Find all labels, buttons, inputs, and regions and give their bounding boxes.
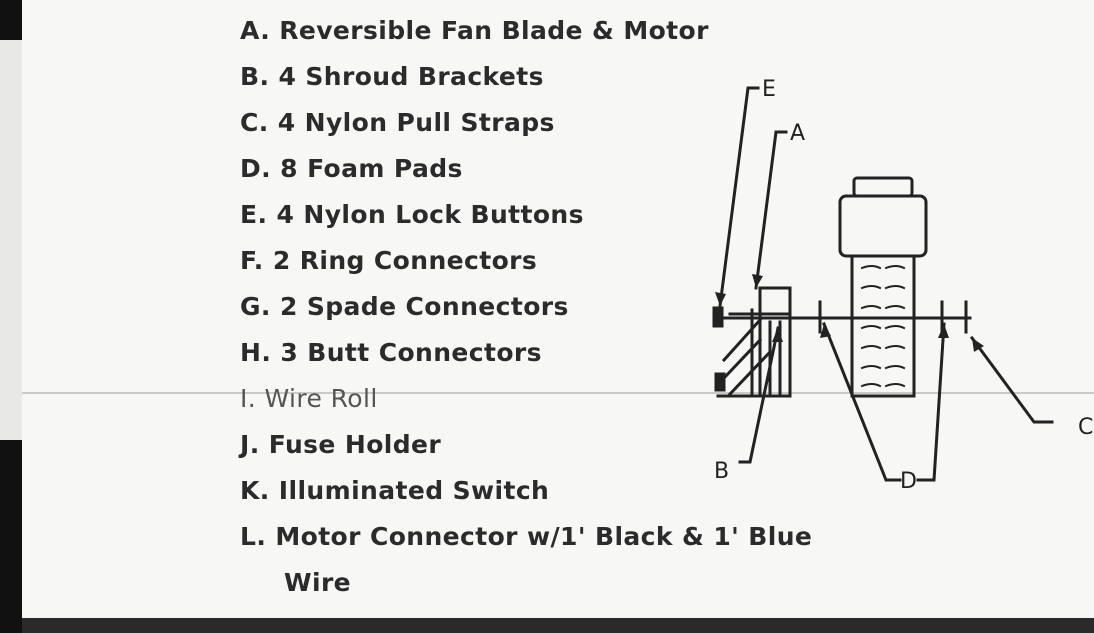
callout-a: A (790, 121, 805, 146)
bracket-brace-3 (727, 349, 773, 397)
leader-d-right (916, 322, 946, 482)
leader-d-left (822, 322, 902, 482)
part-item-h: H. 3 Butt Connectors (240, 338, 542, 367)
part-item-a: A. Reversible Fan Blade & Motor (240, 16, 709, 45)
part-item-c: C. 4 Nylon Pull Straps (240, 108, 555, 137)
leader-c (969, 335, 1054, 424)
part-item-b: B. 4 Shroud Brackets (240, 62, 544, 91)
callout-b: B (714, 459, 729, 484)
motor-body (850, 254, 916, 398)
bracket-brace-1 (721, 317, 763, 363)
paper-edge (0, 40, 22, 440)
part-item-k: K. Illuminated Switch (240, 476, 550, 505)
bracket-brace-2 (721, 337, 763, 381)
part-item-i: I. Wire Roll (240, 384, 378, 413)
arrow-heads (715, 274, 984, 352)
lock-button-top (712, 306, 724, 328)
part-item-l-continuation: Wire (284, 568, 352, 597)
leader-e (718, 86, 760, 308)
part-item-j: J. Fuse Holder (240, 430, 442, 459)
motor-windings (860, 265, 906, 388)
part-item-e: E. 4 Nylon Lock Buttons (240, 200, 584, 229)
callout-d: D (900, 469, 917, 494)
leader-b (738, 326, 780, 464)
part-item-f: F. 2 Ring Connectors (240, 246, 538, 275)
leader-a (754, 130, 788, 290)
callout-c: C (1078, 415, 1093, 440)
fold-line (22, 392, 1094, 394)
motor-cap (852, 176, 914, 198)
lock-button-bottom (714, 372, 726, 392)
part-item-g: G. 2 Spade Connectors (240, 292, 569, 321)
part-item-d: D. 8 Foam Pads (240, 154, 463, 183)
fan-assembly-diagram: E A B D C (712, 77, 1093, 494)
callout-e: E (762, 77, 776, 102)
parts-list: A. Reversible Fan Blade & Motor B. 4 Shr… (240, 8, 812, 606)
motor-housing (838, 194, 928, 258)
scan-border (22, 618, 1094, 633)
part-item-l: L. Motor Connector w/1' Black & 1' Blue (240, 522, 813, 551)
